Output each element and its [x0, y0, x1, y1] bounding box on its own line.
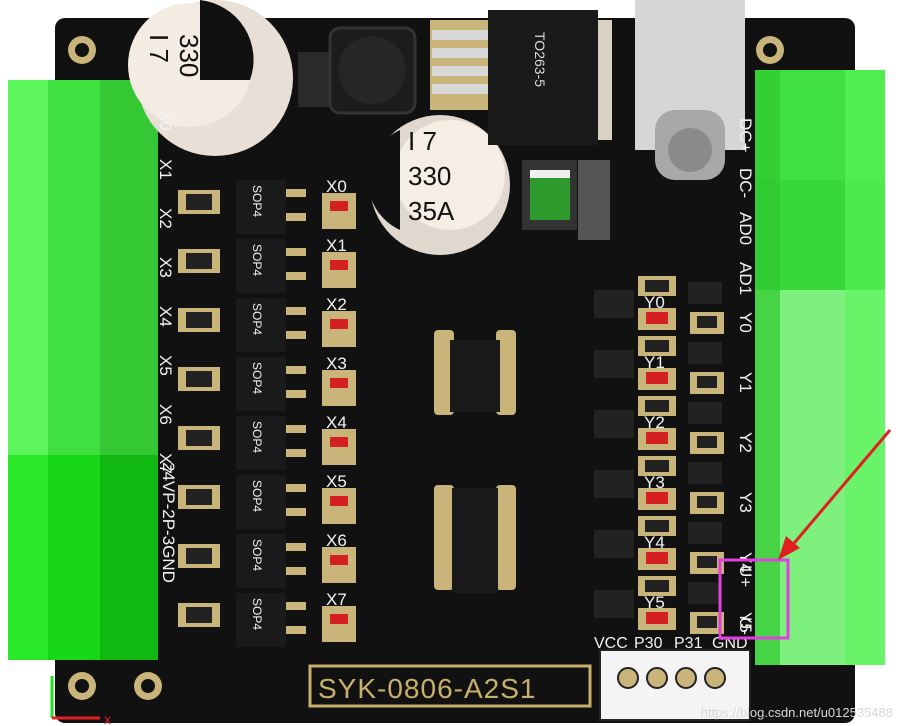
right-terminal-label: Y1 — [736, 372, 755, 393]
cap1-line2: 330 — [174, 34, 204, 77]
left-terminal-label: X1 — [156, 159, 175, 180]
left-terminal-label: X3 — [156, 257, 175, 278]
power-label: 24VP-2P-3GND — [159, 462, 178, 583]
opto-coupler — [236, 357, 286, 411]
mounting-holes — [68, 36, 784, 700]
opto-channel-label: X6 — [326, 531, 347, 550]
left-terminal-label: X5 — [156, 355, 175, 376]
opto-package-label: SOP4 — [250, 244, 264, 276]
cap2-line1: I 7 — [408, 126, 437, 156]
opto-channel-label: X4 — [326, 413, 347, 432]
header-connector — [599, 649, 751, 721]
opto-package-label: SOP4 — [250, 598, 264, 630]
right-terminal-label: AD1 — [736, 262, 755, 295]
opto-channel-label: X1 — [326, 236, 347, 255]
opto-coupler — [236, 416, 286, 470]
right-terminal-label: Y4 — [736, 552, 755, 573]
opto-coupler — [236, 180, 286, 234]
opto-channel-label: X3 — [326, 354, 347, 373]
opto-coupler — [236, 475, 286, 529]
output-channel-label: Y0 — [644, 293, 665, 312]
capacitor-2 — [367, 115, 510, 255]
left-terminal-block — [8, 80, 158, 660]
svg-text:x: x — [104, 711, 111, 726]
output-column — [594, 276, 724, 634]
right-terminal-label: AD0 — [736, 212, 755, 245]
opto-channel-label: X2 — [326, 295, 347, 314]
right-terminal-label: DC+ — [736, 118, 755, 153]
svg-text:VCC: VCC — [594, 635, 628, 652]
output-channel-label: Y5 — [644, 593, 665, 612]
watermark: https://blog.csdn.net/u012535488 — [700, 705, 893, 720]
output-mosfet — [594, 590, 634, 618]
right-terminal-block — [755, 70, 885, 665]
right-terminal-label: Y3 — [736, 492, 755, 513]
left-terminal-label: X6 — [156, 404, 175, 425]
annotation-arrow — [788, 429, 892, 549]
svg-text:P30: P30 — [634, 635, 663, 652]
inductor — [298, 26, 417, 115]
opto-package-label: SOP4 — [250, 480, 264, 512]
capacitor-1 — [128, 0, 293, 156]
output-mosfet — [594, 470, 634, 498]
output-mosfet — [594, 530, 634, 558]
cap2-line2: 330 — [408, 161, 451, 191]
left-terminal-label: X4 — [156, 306, 175, 327]
arrow-head — [778, 536, 800, 560]
right-terminal-label: Y2 — [736, 432, 755, 453]
opto-coupler — [236, 298, 286, 352]
output-channel-label: Y3 — [644, 473, 665, 492]
dc-jack — [635, 0, 745, 180]
opto-coupler — [236, 593, 286, 647]
right-terminal-label: U+ — [736, 565, 755, 587]
cap2-line3: 35A — [408, 196, 455, 226]
smd-diode — [522, 160, 610, 240]
right-terminal-label: DC- — [736, 168, 755, 198]
ic-center — [434, 330, 516, 593]
opto-package-label: SOP4 — [250, 185, 264, 217]
opto-coupler — [236, 534, 286, 588]
output-channel-label: Y4 — [644, 533, 665, 552]
opto-channel-label: X0 — [326, 177, 347, 196]
output-mosfet — [594, 410, 634, 438]
right-terminal-label: Y5 — [736, 612, 755, 633]
output-channel-label: Y2 — [644, 413, 665, 432]
right-terminal-label: Y0 — [736, 312, 755, 333]
left-terminal-label: X2 — [156, 208, 175, 229]
opto-package-label: SOP4 — [250, 539, 264, 571]
svg-text:P31: P31 — [674, 635, 703, 652]
model-label-box — [308, 664, 592, 708]
axis-triad: x — [50, 676, 111, 726]
opto-package-label: SOP4 — [250, 303, 264, 335]
cap1-line1: I 7 — [144, 34, 174, 63]
output-channel-label: Y1 — [644, 353, 665, 372]
regulator-label: TO263-5 — [532, 32, 548, 87]
output-mosfet — [594, 350, 634, 378]
regulator — [430, 10, 612, 145]
opto-package-label: SOP4 — [250, 362, 264, 394]
opto-channel-label: X7 — [326, 590, 347, 609]
cap1-line3: 35A — [204, 34, 234, 81]
opto-coupler — [236, 239, 286, 293]
output-mosfet — [594, 290, 634, 318]
board-model: SYK-0806-A2S1 — [318, 673, 536, 704]
opto-package-label: SOP4 — [250, 421, 264, 453]
left-terminal-label: X7 — [156, 453, 175, 474]
highlight-box — [718, 558, 790, 640]
left-terminal-label: X0 — [156, 110, 175, 131]
opto-channel-label: X5 — [326, 472, 347, 491]
right-terminal-label: U- — [736, 617, 755, 635]
